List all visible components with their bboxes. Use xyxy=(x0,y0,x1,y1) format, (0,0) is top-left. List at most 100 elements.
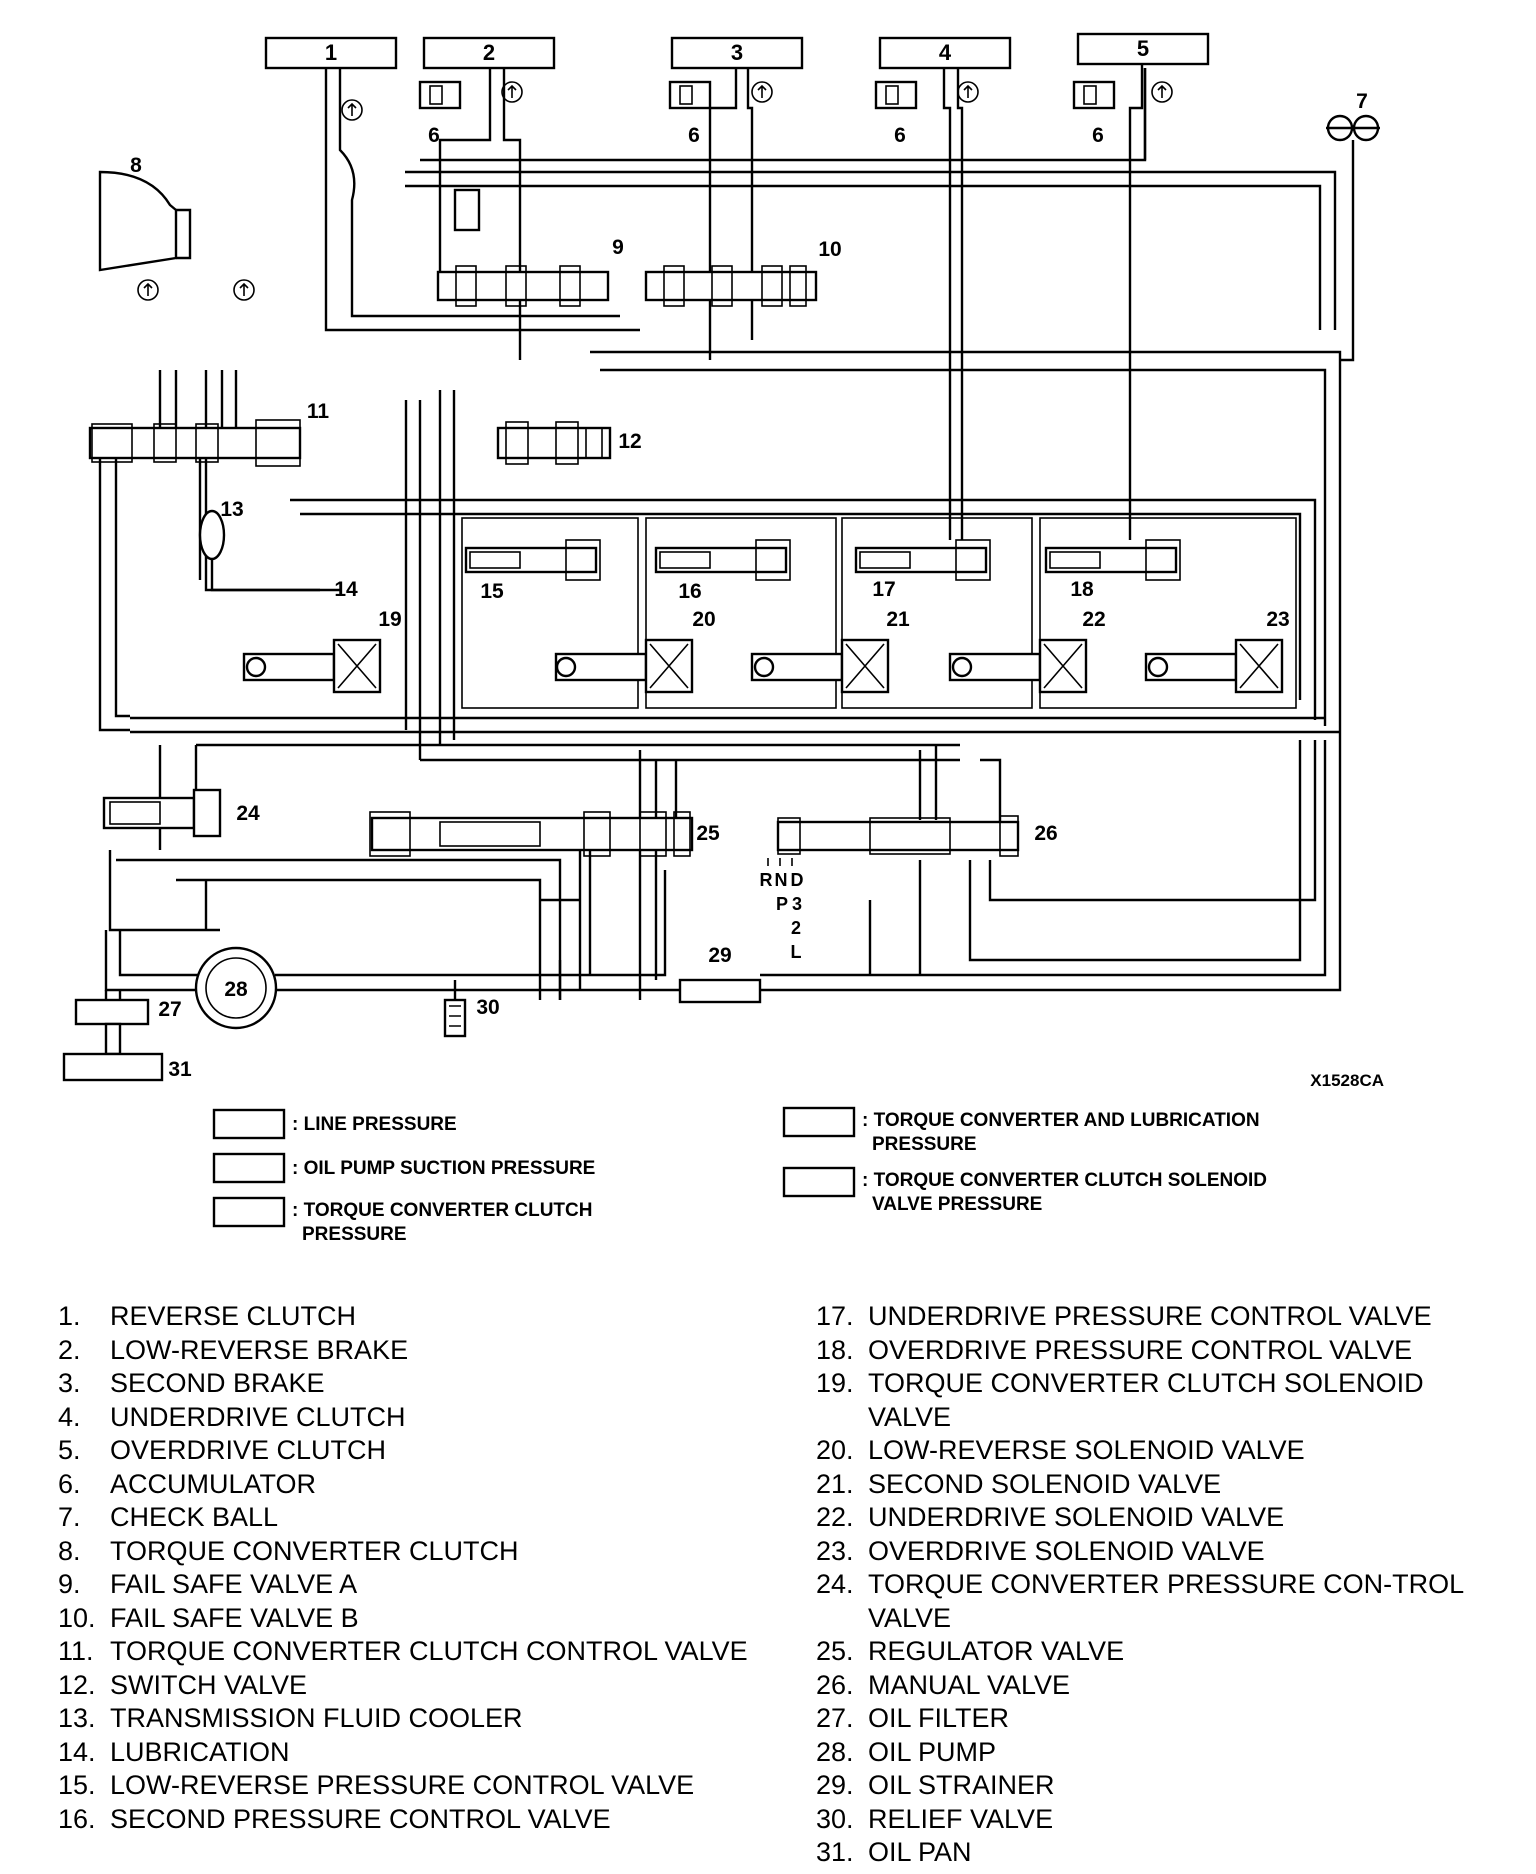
parts-list-number: 14. xyxy=(58,1736,96,1767)
parts-list-number: 17. xyxy=(816,1301,854,1331)
figure-code: X1528CA xyxy=(1310,1071,1384,1090)
second-solenoid-valve-icon xyxy=(750,638,890,694)
svg-text:: TORQUE CONVERTER CLUTCH SOLE: : TORQUE CONVERTER CLUTCH SOLENOID xyxy=(862,1170,1267,1191)
tcc-solenoid-valve-icon xyxy=(242,638,382,694)
parts-list-item: 16. SECOND PRESSURE CONTROL VALVE xyxy=(58,1803,758,1837)
parts-list-number: 26. xyxy=(816,1669,854,1700)
parts-list-item: 20.LOW-REVERSE SOLENOID VALVE xyxy=(816,1434,1496,1468)
reverse-clutch-box xyxy=(264,36,398,70)
callout-5: 5 xyxy=(1137,36,1149,61)
callout-2: 2 xyxy=(483,40,495,65)
legend: : LINE PRESSURE : OIL PUMP SUCTION PRESS… xyxy=(212,1106,1267,1245)
pressure-control-valves xyxy=(461,517,1297,709)
accumulator-4 xyxy=(1072,80,1173,110)
parts-list-item: 2.LOW-REVERSE BRAKE xyxy=(58,1334,758,1368)
parts-list-number: 12. xyxy=(58,1669,96,1700)
callout-6-d: 6 xyxy=(1092,124,1104,147)
svg-text:PRESSURE: PRESSURE xyxy=(872,1134,977,1155)
parts-list-item: 22.UNDERDRIVE SOLENOID VALVE xyxy=(816,1501,1496,1535)
relief-valve-icon xyxy=(443,998,467,1038)
parts-list-item: 27. OIL FILTER xyxy=(816,1702,1496,1736)
parts-list-name: TORQUE CONVERTER CLUTCH SOLENOID VALVE xyxy=(868,1368,1424,1432)
legend-line-pressure: : LINE PRESSURE xyxy=(212,1108,457,1140)
parts-list-item: 1.REVERSE CLUTCH xyxy=(58,1300,758,1334)
legend-tc-lubrication-pressure: : TORQUE CONVERTER AND LUBRICATION PRESS… xyxy=(782,1106,1260,1155)
parts-list-name: SECOND PRESSURE CONTROL VALVE xyxy=(110,1803,611,1834)
parts-list-name: SECOND SOLENOID VALVE xyxy=(868,1468,1222,1499)
parts-list-name: OIL FILTER xyxy=(868,1703,1010,1733)
accumulator-2 xyxy=(668,80,773,110)
callout-4: 4 xyxy=(939,40,952,65)
parts-list-name: OIL STRAINER xyxy=(868,1770,1055,1800)
callout-18: 18 xyxy=(1070,578,1094,601)
shift-r: R xyxy=(760,870,773,890)
parts-list-item: 31.OIL PAN xyxy=(816,1836,1496,1870)
callout-11: 11 xyxy=(307,400,330,423)
parts-list-name: OVERDRIVE SOLENOID VALVE xyxy=(868,1535,1265,1566)
parts-list-number: 25. xyxy=(816,1636,854,1666)
parts-list-item: 19. TORQUE CONVERTER CLUTCH SOLENOID VALV… xyxy=(816,1367,1496,1434)
regulator-valve-icon xyxy=(369,811,694,857)
parts-list-name: UNDERDRIVE PRESSURE CONTROL VALVE xyxy=(868,1301,1432,1331)
parts-list-item: 18. OVERDRIVE PRESSURE CONTROL VALVE xyxy=(816,1334,1496,1368)
tc-pressure-control-valve-icon xyxy=(102,788,222,838)
callout-19: 19 xyxy=(378,608,401,631)
underdrive-clutch-box xyxy=(878,36,1012,70)
parts-list-name: REGULATOR VALVE xyxy=(868,1636,1125,1666)
callout-22: 22 xyxy=(1082,608,1105,631)
parts-list-name: OIL PAN xyxy=(868,1837,972,1867)
svg-text:: LINE PRESSURE: : LINE PRESSURE xyxy=(292,1114,457,1135)
parts-list-name: OVERDRIVE PRESSURE CONTROL VALVE xyxy=(868,1334,1413,1365)
parts-list-item: 15.LOW-REVERSE PRESSURE CONTROL VALVE xyxy=(58,1769,758,1803)
parts-list-name: TRANSMISSION FLUID COOLER xyxy=(110,1703,523,1733)
reverse-clutch-gauge xyxy=(341,99,363,121)
callout-20: 20 xyxy=(692,608,715,631)
callout-24: 24 xyxy=(236,802,260,825)
parts-list-item: 6.ACCUMULATOR xyxy=(58,1468,758,1502)
overdrive-pressure-control-valve xyxy=(1044,539,1181,581)
parts-list-item: 8.TORQUE CONVERTER CLUTCH xyxy=(58,1535,758,1569)
parts-list-item: 17. UNDERDRIVE PRESSURE CONTROL VALVE xyxy=(816,1300,1496,1334)
svg-text:: TORQUE CONVERTER CLUTCH: : TORQUE CONVERTER CLUTCH xyxy=(292,1200,592,1221)
shift-positions: R N D P 3 2 L xyxy=(760,870,804,962)
parts-list-number: 16. xyxy=(58,1803,96,1834)
parts-list-number: 27. xyxy=(816,1703,854,1733)
shift-2: 2 xyxy=(791,918,801,938)
callout-1: 1 xyxy=(325,40,337,65)
parts-list-number: 19. xyxy=(816,1368,854,1398)
callout-6-c: 6 xyxy=(894,124,906,147)
switch-valve xyxy=(496,421,612,465)
parts-list-item: 9.FAIL SAFE VALVE A xyxy=(58,1568,758,1602)
shift-d: D xyxy=(791,870,804,890)
manual-valve-icon xyxy=(767,815,1020,866)
parts-list-number: 11. xyxy=(58,1636,94,1666)
parts-list-number: 7. xyxy=(58,1502,81,1532)
parts-list-number: 30. xyxy=(816,1803,854,1834)
parts-list-item: 7.CHECK BALL xyxy=(58,1501,758,1535)
shift-p: P xyxy=(776,894,788,914)
underdrive-pressure-control-valve xyxy=(854,539,991,581)
callout-8: 8 xyxy=(130,154,142,177)
svg-text:PRESSURE: PRESSURE xyxy=(302,1224,407,1245)
parts-list-name: LUBRICATION xyxy=(110,1736,290,1767)
torque-converter-clutch-icon xyxy=(98,170,255,301)
svg-text:: OIL PUMP SUCTION PRESSURE: : OIL PUMP SUCTION PRESSURE xyxy=(292,1158,595,1179)
callout-15: 15 xyxy=(480,580,504,603)
parts-list-name: UNDERDRIVE SOLENOID VALVE xyxy=(868,1502,1285,1532)
parts-list-item: 13.TRANSMISSION FLUID COOLER xyxy=(58,1702,758,1736)
parts-list-item: 12.SWITCH VALVE xyxy=(58,1669,758,1703)
check-ball-7-icon xyxy=(1326,114,1380,142)
underdrive-solenoid-valve-icon xyxy=(948,638,1088,694)
solenoid-valves xyxy=(242,638,1284,694)
parts-list-name: LOW-REVERSE BRAKE xyxy=(110,1334,409,1365)
parts-list-item: 21.SECOND SOLENOID VALVE xyxy=(816,1468,1496,1502)
parts-list-item: 25. REGULATOR VALVE xyxy=(816,1635,1496,1669)
fail-safe-valve-b xyxy=(644,265,818,307)
parts-list-item: 26.MANUAL VALVE xyxy=(816,1669,1496,1703)
shift-l: L xyxy=(791,942,802,962)
parts-list-number: 18. xyxy=(816,1334,854,1365)
callout-3: 3 xyxy=(731,40,743,65)
hydraulic-circuit-diagram: 1 2 3 4 5 6 6 6 6 7 8 9 10 11 12 13 14 1… xyxy=(62,32,1384,1245)
callout-28: 28 xyxy=(224,978,248,1001)
parts-list-number: 5. xyxy=(58,1435,81,1465)
